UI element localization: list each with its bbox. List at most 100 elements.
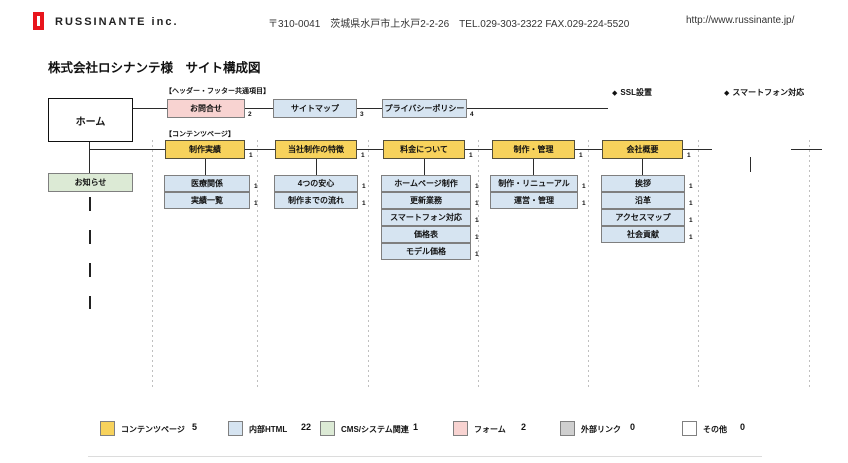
child-page-label: 4つの安心 [297, 179, 335, 188]
company-url: http://www.russinante.jp/ [686, 15, 795, 26]
legend-swatch-form [453, 421, 468, 436]
legend-count: 22 [301, 422, 312, 432]
section-label: 当社制作の特徴 [288, 145, 344, 154]
page-count: 1 [362, 183, 366, 190]
connector-line [424, 159, 426, 175]
legend-label: フォーム [474, 425, 506, 434]
section-box: 料金について [383, 140, 465, 159]
child-page-box: 制作までの流れ [274, 192, 358, 209]
child-page-box: スマートフォン対応 [381, 209, 471, 226]
legend-count: 0 [740, 422, 746, 432]
child-page-box: 4つの安心 [274, 175, 358, 192]
ssl-badge: ◆SSL設置 [612, 87, 652, 98]
logo-mark-icon [33, 12, 44, 30]
legend-label: CMS/システム関連 [341, 425, 409, 434]
page-count: 1 [249, 152, 253, 159]
connector-line [533, 159, 535, 175]
child-page-label: 制作までの流れ [288, 196, 344, 205]
ssl-badge-label: SSL設置 [620, 88, 652, 97]
legend-swatch-contents [100, 421, 115, 436]
child-page-box: 社会貢献 [601, 226, 685, 243]
legend-label: コンテンツページ [121, 425, 185, 434]
dashed-separator [152, 140, 153, 390]
page-count: 4 [470, 111, 474, 118]
page-count: 1 [361, 152, 365, 159]
child-page-box: モデル価格 [381, 243, 471, 260]
page-count: 1 [689, 200, 693, 207]
legend-label: その他 [703, 425, 727, 434]
legend-label: 内部HTML [249, 425, 288, 434]
dashed-separator [478, 140, 479, 390]
dashed-separator [368, 140, 369, 390]
child-page-box: 医療関係 [164, 175, 250, 192]
page-count: 1 [475, 200, 479, 207]
section-label: 会社概要 [626, 145, 659, 154]
page-count: 2 [248, 111, 252, 118]
page-count: 1 [475, 251, 479, 258]
section-label: 制作・管理 [513, 145, 554, 154]
news-box: お知らせ [48, 173, 133, 192]
home-box: ホーム [48, 98, 133, 142]
child-page-box: アクセスマップ [601, 209, 685, 226]
dashed-separator [257, 140, 258, 390]
page-count: 1 [254, 200, 258, 207]
child-page-label: モデル価格 [406, 247, 446, 256]
section-label: 制作実績 [189, 145, 221, 154]
connector-line [205, 159, 207, 175]
section-box: 会社概要 [602, 140, 683, 159]
section-box: 当社制作の特徴 [275, 140, 357, 159]
legend-count: 1 [413, 422, 419, 432]
contents-group-label: 【コンテンツページ】 [165, 131, 235, 138]
page-count: 1 [689, 183, 693, 190]
page-count: 1 [687, 152, 691, 159]
connector-line [133, 108, 167, 110]
child-page-box: 制作・リニューアル [490, 175, 578, 192]
child-page-label: 実績一覧 [191, 196, 223, 205]
page-count: 1 [475, 183, 479, 190]
diamond-icon: ◆ [724, 90, 730, 97]
page-count: 3 [360, 111, 364, 118]
legend-count: 5 [192, 422, 198, 432]
connector-line [245, 108, 273, 110]
home-label: ホーム [75, 116, 106, 128]
common-item-label: プライバシーポリシー [384, 104, 465, 113]
page-count: 1 [689, 234, 693, 241]
company-address: 〒310-0041 茨城県水戸市上水戸2-2-26 TEL.029-303-23… [268, 19, 630, 30]
child-page-label: 価格表 [414, 230, 438, 239]
legend-swatch-html [228, 421, 243, 436]
common-item-label: サイトマップ [291, 104, 339, 113]
child-page-label: 医療関係 [191, 179, 223, 188]
connector-line [89, 142, 91, 173]
child-page-label: ホームページ制作 [394, 179, 458, 188]
connector-line [467, 108, 608, 110]
connector-line [316, 159, 318, 175]
section-label: 料金について [400, 145, 448, 154]
child-page-label: 更新業務 [410, 196, 442, 205]
page-count: 1 [582, 183, 586, 190]
legend-swatch-external [560, 421, 575, 436]
common-item-label: お問合せ [190, 104, 222, 113]
dashed-separator [698, 140, 699, 390]
connector-line [357, 108, 382, 110]
page-count: 1 [254, 183, 258, 190]
page-title: 株式会社ロシナンテ様 サイト構成図 [48, 61, 261, 75]
page-break-mark [750, 157, 752, 172]
child-page-label: 社会貢献 [627, 230, 659, 239]
section-box: 制作実績 [165, 140, 245, 159]
child-page-box: ホームページ制作 [381, 175, 471, 192]
child-page-label: スマートフォン対応 [390, 213, 462, 222]
child-page-box: 運営・管理 [490, 192, 578, 209]
dashed-line [89, 197, 91, 309]
smartphone-badge: ◆スマートフォン対応 [724, 87, 804, 98]
child-page-box: 更新業務 [381, 192, 471, 209]
company-name: RUSSINANTE inc. [55, 16, 179, 28]
page-count: 1 [362, 200, 366, 207]
child-page-label: 制作・リニューアル [498, 179, 570, 188]
dashed-separator [588, 140, 589, 390]
child-page-box: 実績一覧 [164, 192, 250, 209]
common-group-label: 【ヘッダー・フッター共通項目】 [165, 88, 270, 95]
page-count: 1 [475, 234, 479, 241]
news-label: お知らせ [74, 178, 107, 187]
child-page-box: 沿革 [601, 192, 685, 209]
